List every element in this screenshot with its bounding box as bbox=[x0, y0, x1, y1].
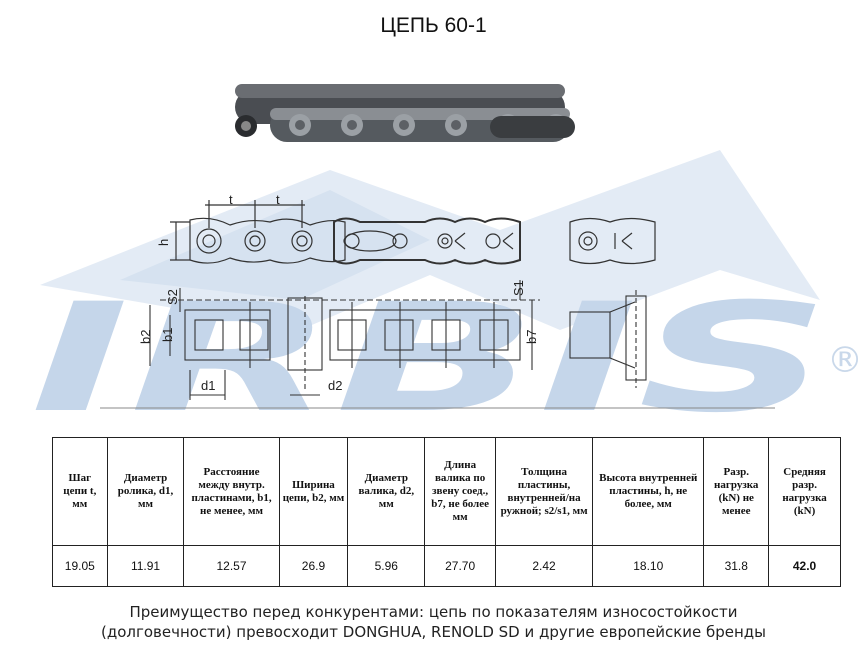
cell-chain-width: 26.9 bbox=[278, 545, 349, 587]
header-inner-width: Расстояние между внутр. пластинами, b1, … bbox=[183, 437, 280, 546]
label-h: h bbox=[156, 239, 171, 246]
header-breaking-load: Разр. нагрузка (kN) не менее bbox=[703, 437, 770, 546]
label-d1: d1 bbox=[201, 378, 215, 393]
cell-roller-diameter: 11.91 bbox=[106, 545, 185, 587]
footer-line-1: Преимущество перед конкурентами: цепь по… bbox=[129, 603, 738, 621]
header-chain-width: Ширина цепи, b2, мм bbox=[278, 437, 349, 546]
footer-line-2: (долговечности) превосходит DONGHUA, REN… bbox=[100, 623, 767, 641]
footer-note: Преимущество перед конкурентами: цепь по… bbox=[0, 602, 867, 642]
watermark-text: IRBIS bbox=[30, 272, 830, 446]
header-pin-length: Длина валика по звену соед., b7, не боле… bbox=[424, 437, 497, 546]
spec-table: Шаг цепи t, мм Диаметр ролика, d1, мм Ра… bbox=[52, 437, 841, 587]
label-s2: S2 bbox=[165, 289, 180, 305]
cell-inner-width: 12.57 bbox=[183, 545, 280, 587]
cell-plate-height: 18.10 bbox=[592, 545, 705, 587]
chain-drawing: t t h S2 S1 b2 b1 b7 d1 d2 bbox=[100, 84, 775, 409]
chain-top-view bbox=[170, 200, 656, 265]
header-plate-thickness: Толщина пластины, внутренней/на ружной; … bbox=[495, 437, 594, 546]
label-b2: b2 bbox=[138, 330, 153, 344]
cell-plate-thickness: 2.42 bbox=[495, 545, 594, 587]
label-b7: b7 bbox=[524, 330, 539, 344]
cell-pin-length: 27.70 bbox=[424, 545, 497, 587]
label-s1: S1 bbox=[511, 280, 526, 296]
header-pin-diameter: Диаметр валика, d2, мм bbox=[347, 437, 426, 546]
label-d2: d2 bbox=[328, 378, 342, 393]
page-title: ЦЕПЬ 60-1 bbox=[380, 14, 487, 37]
header-pitch: Шаг цепи t, мм bbox=[52, 437, 108, 546]
label-t1: t bbox=[229, 192, 233, 207]
registered-mark: ® bbox=[827, 340, 863, 381]
label-b1: b1 bbox=[160, 328, 175, 342]
header-plate-height: Высота внутренней пластины, h, не более,… bbox=[592, 437, 705, 546]
label-t2: t bbox=[276, 192, 280, 207]
header-roller-diameter: Диаметр ролика, d1, мм bbox=[106, 437, 185, 546]
cell-average-load: 42.0 bbox=[768, 545, 841, 587]
cell-breaking-load: 31.8 bbox=[703, 545, 770, 587]
chain-side-view bbox=[100, 280, 775, 409]
table-header-row: Шаг цепи t, мм Диаметр ролика, d1, мм Ра… bbox=[52, 437, 841, 546]
cell-pitch: 19.05 bbox=[52, 545, 108, 587]
table-row: 19.05 11.91 12.57 26.9 5.96 27.70 2.42 1… bbox=[52, 545, 841, 587]
chain-photo bbox=[235, 84, 575, 142]
cell-pin-diameter: 5.96 bbox=[347, 545, 426, 587]
header-average-load: Средняя разр. нагрузка (kN) bbox=[768, 437, 841, 546]
